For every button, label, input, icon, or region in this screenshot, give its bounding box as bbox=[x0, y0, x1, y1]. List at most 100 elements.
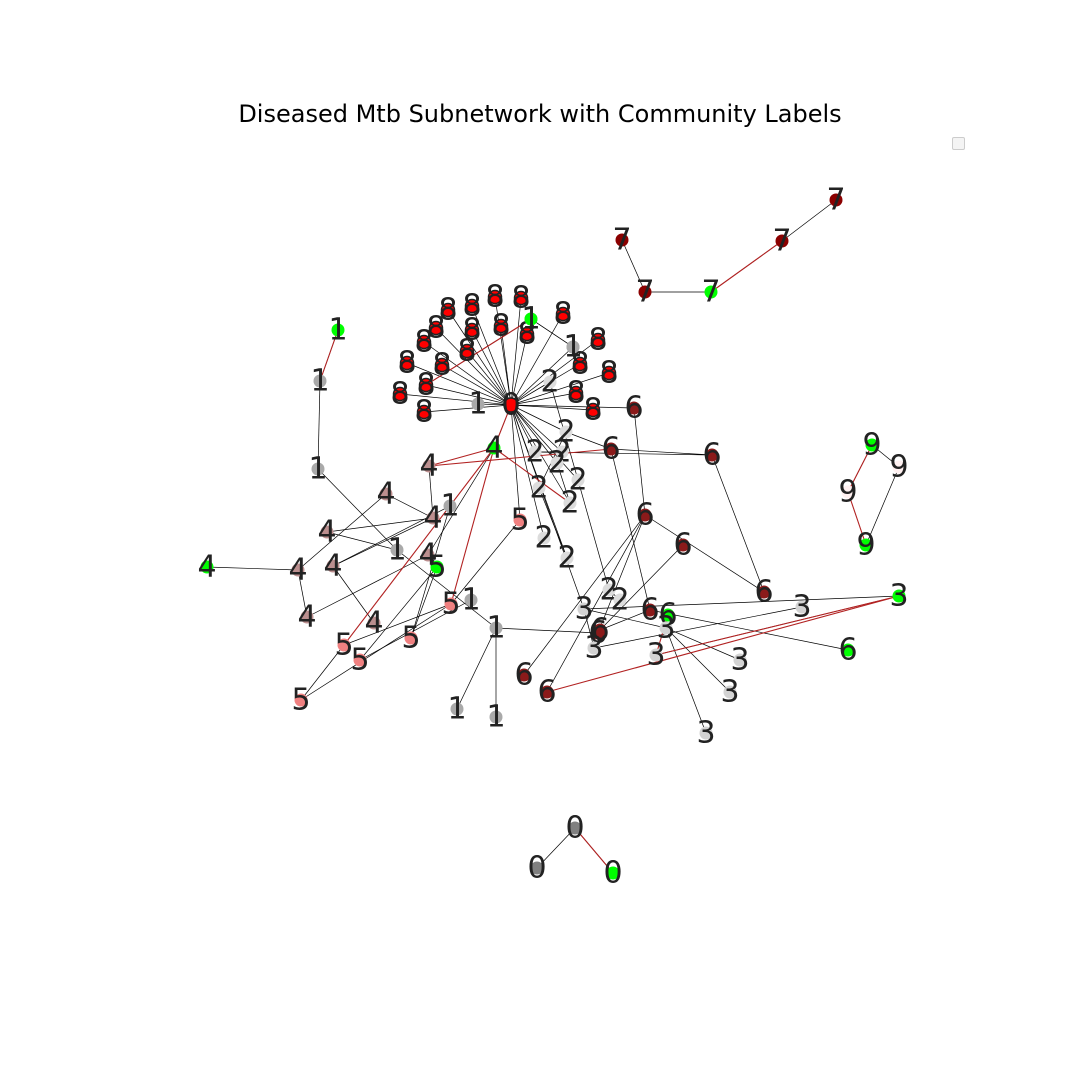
node-label: 8 bbox=[416, 368, 435, 403]
node-n4i: 4 bbox=[364, 606, 383, 641]
node-marker bbox=[590, 332, 606, 348]
node-n4d: 4 bbox=[317, 515, 336, 550]
node-label: 6 bbox=[537, 675, 556, 710]
node-label: 8 bbox=[457, 334, 476, 369]
edge-hub-n8p bbox=[510, 372, 610, 406]
edge-hub-n8u bbox=[510, 404, 594, 411]
edge-hub-n8t bbox=[423, 404, 512, 413]
node-label: 2 bbox=[568, 463, 587, 498]
edge-hub-n1d bbox=[510, 346, 574, 406]
node-marker bbox=[326, 559, 340, 573]
node-marker bbox=[513, 290, 529, 306]
node-label: 9 bbox=[889, 450, 908, 485]
node-marker bbox=[643, 603, 657, 617]
node-label: 4 bbox=[419, 449, 438, 484]
node-marker bbox=[450, 702, 464, 716]
node-marker bbox=[638, 285, 652, 299]
node-label: 2 bbox=[556, 415, 575, 450]
node-marker bbox=[404, 631, 418, 645]
node-marker bbox=[464, 298, 480, 314]
node-n5a: 5 bbox=[510, 503, 529, 538]
node-label: 3 bbox=[696, 716, 715, 751]
edge-hub-n8e bbox=[510, 313, 564, 406]
edge-n6e-n6g bbox=[644, 514, 765, 593]
node-n6b: 6 bbox=[624, 391, 643, 426]
highlight-edge-n3i-n3c bbox=[655, 595, 900, 656]
node-marker bbox=[537, 531, 551, 545]
node-n6e: 6 bbox=[635, 498, 654, 533]
node-label: 7 bbox=[826, 183, 845, 218]
node-marker bbox=[418, 377, 434, 393]
edge-n4d-n4e bbox=[326, 517, 434, 533]
node-label: 6 bbox=[838, 633, 857, 668]
node-n8s: 8 bbox=[566, 376, 585, 411]
node-label: 8 bbox=[462, 313, 481, 348]
node-marker bbox=[416, 334, 432, 350]
node-marker bbox=[604, 442, 618, 456]
node-n1l: 1 bbox=[521, 302, 540, 337]
edge-n3a-n3b bbox=[583, 608, 595, 649]
node-label: 2 bbox=[610, 583, 629, 618]
node-label: 4 bbox=[297, 600, 316, 635]
node-marker bbox=[430, 560, 444, 574]
node-marker bbox=[489, 621, 503, 635]
highlight-edge-n4k-n5c bbox=[343, 447, 495, 646]
node-label: 2 bbox=[547, 446, 566, 481]
node-n9c: 9 bbox=[838, 475, 857, 510]
node-marker bbox=[757, 585, 771, 599]
node-label: 3 bbox=[646, 638, 665, 673]
node-label: 5 bbox=[291, 683, 310, 718]
node-label: 4 bbox=[423, 501, 442, 536]
node-n5b: 5 bbox=[441, 587, 460, 622]
node-label: 3 bbox=[584, 631, 603, 666]
node-marker bbox=[705, 448, 719, 462]
edge-hub-n2c bbox=[510, 404, 563, 453]
node-marker bbox=[519, 326, 535, 342]
node-n4e: 4 bbox=[423, 501, 442, 536]
node-n9b: 9 bbox=[889, 450, 908, 485]
node-label: 8 bbox=[426, 311, 445, 346]
node-label: 1 bbox=[387, 533, 406, 568]
node-n3f: 3 bbox=[720, 675, 739, 710]
node-marker bbox=[524, 312, 538, 326]
edge-n6m-n6j bbox=[599, 609, 651, 631]
node-marker bbox=[422, 459, 436, 473]
node-n1i: 1 bbox=[440, 489, 459, 524]
highlight-edge-n1l-n8q bbox=[425, 318, 532, 386]
edge-hub-n2e bbox=[510, 404, 558, 464]
node-n2a: 2 bbox=[540, 365, 559, 400]
node-marker bbox=[593, 623, 607, 637]
node-label: 6 bbox=[754, 575, 773, 610]
highlight-edge-n3i-n6i bbox=[546, 595, 900, 693]
node-label: 4 bbox=[376, 477, 395, 512]
node-marker bbox=[568, 821, 582, 835]
edge-n2f-n2k bbox=[577, 479, 610, 591]
node-label: 6 bbox=[640, 593, 659, 628]
node-label: 1 bbox=[308, 452, 327, 487]
node-marker bbox=[841, 643, 855, 657]
edge-n1b-n1e bbox=[317, 380, 321, 470]
node-n6f: 6 bbox=[673, 528, 692, 563]
node-n8q: 8 bbox=[416, 368, 435, 403]
node-marker bbox=[865, 438, 879, 452]
node-n6j: 6 bbox=[640, 593, 659, 628]
node-label: 4 bbox=[288, 553, 307, 588]
node-label: 8 bbox=[438, 293, 457, 328]
node-n2e: 2 bbox=[547, 446, 566, 481]
node-marker bbox=[661, 608, 675, 622]
node-n3a: 3 bbox=[574, 592, 593, 627]
node-label: 0 bbox=[527, 851, 546, 886]
node-marker bbox=[426, 511, 440, 525]
node-n3c: 3 bbox=[646, 638, 665, 673]
node-label: 8 bbox=[414, 325, 433, 360]
node-label: 4 bbox=[364, 606, 383, 641]
node-marker bbox=[602, 583, 616, 597]
edge-n6b-n6e bbox=[633, 407, 646, 516]
node-n3b: 3 bbox=[584, 631, 603, 666]
node-n2b: 2 bbox=[556, 415, 575, 450]
highlight-edge-n0a-n0c bbox=[574, 827, 614, 874]
node-n3h: 3 bbox=[792, 590, 811, 625]
node-n7a: 7 bbox=[612, 223, 631, 258]
node-n4g: 4 bbox=[323, 549, 342, 584]
node-label: 8 bbox=[397, 346, 416, 381]
